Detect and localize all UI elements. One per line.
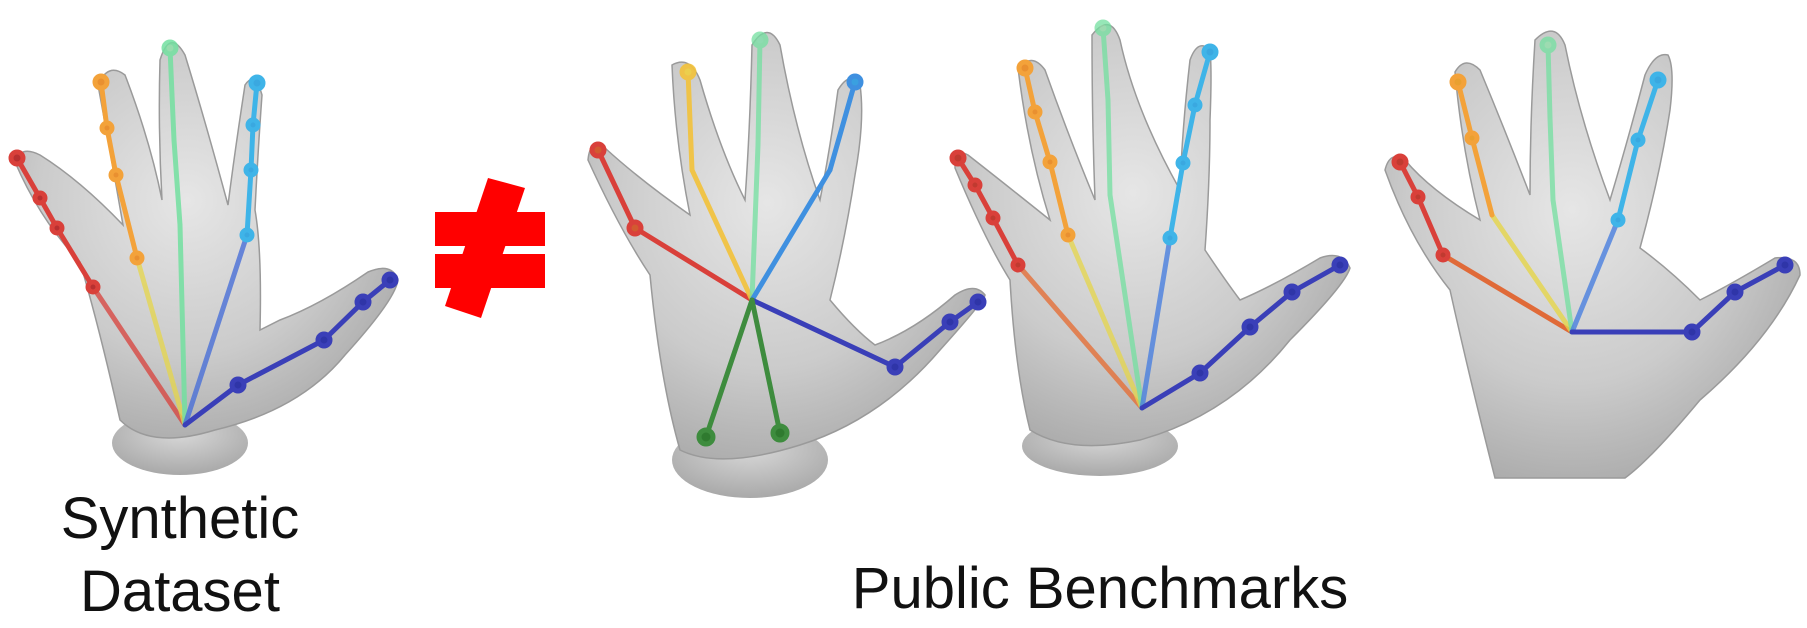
joint <box>682 66 694 78</box>
joint <box>357 296 369 308</box>
joint <box>1438 250 1448 260</box>
joint <box>35 193 45 203</box>
joint <box>1452 76 1464 88</box>
hand-silhouette <box>15 43 398 438</box>
joint <box>1779 259 1791 271</box>
joint <box>242 230 252 240</box>
joint <box>1542 39 1554 51</box>
hand-silhouette <box>955 25 1350 446</box>
joint <box>132 253 142 263</box>
benchmark-hand-3 <box>1385 31 1800 478</box>
joint <box>1097 22 1109 34</box>
joint <box>1019 62 1031 74</box>
benchmark-hand-2 <box>952 22 1350 476</box>
joint <box>1178 158 1188 168</box>
joint <box>592 144 604 156</box>
joint <box>95 76 107 88</box>
synthetic-dataset-hand <box>11 42 398 475</box>
synthetic-caption-line2: Dataset <box>40 563 320 621</box>
joint <box>248 120 258 130</box>
joint <box>1013 260 1023 270</box>
joint <box>970 180 980 190</box>
joint <box>11 152 23 164</box>
joint <box>102 123 112 133</box>
joint <box>318 334 330 346</box>
joint <box>1334 259 1346 271</box>
joint <box>972 296 984 308</box>
joint <box>754 34 766 46</box>
joint <box>232 379 244 391</box>
joint <box>88 282 98 292</box>
joint <box>246 165 256 175</box>
joint <box>164 42 176 54</box>
joint <box>1613 215 1623 225</box>
joint <box>1413 192 1423 202</box>
joint <box>699 430 713 444</box>
joint <box>1633 135 1643 145</box>
joint <box>1394 156 1406 168</box>
joint <box>889 361 901 373</box>
joint <box>1204 46 1216 58</box>
joint <box>1194 367 1206 379</box>
joint <box>384 274 396 286</box>
joint <box>1045 157 1055 167</box>
joint <box>849 76 861 88</box>
joint <box>1467 133 1477 143</box>
joint <box>1652 74 1664 86</box>
joint <box>1190 100 1200 110</box>
joint <box>1030 107 1040 117</box>
joint <box>952 152 964 164</box>
not-equal-sign <box>435 178 545 318</box>
joint <box>251 77 263 89</box>
joint <box>773 426 787 440</box>
joint <box>1286 286 1298 298</box>
joint <box>1686 326 1698 338</box>
joint <box>988 213 998 223</box>
joint <box>52 223 62 233</box>
synthetic-caption-line1: Synthetic <box>40 490 320 548</box>
joint <box>629 222 641 234</box>
joint <box>944 316 956 328</box>
joint <box>1063 230 1073 240</box>
joint <box>1244 321 1256 333</box>
public-benchmarks-caption: Public Benchmarks <box>790 560 1410 618</box>
joint <box>1729 286 1741 298</box>
benchmark-hand-1 <box>588 33 985 499</box>
joint <box>1165 233 1175 243</box>
joint <box>111 170 121 180</box>
